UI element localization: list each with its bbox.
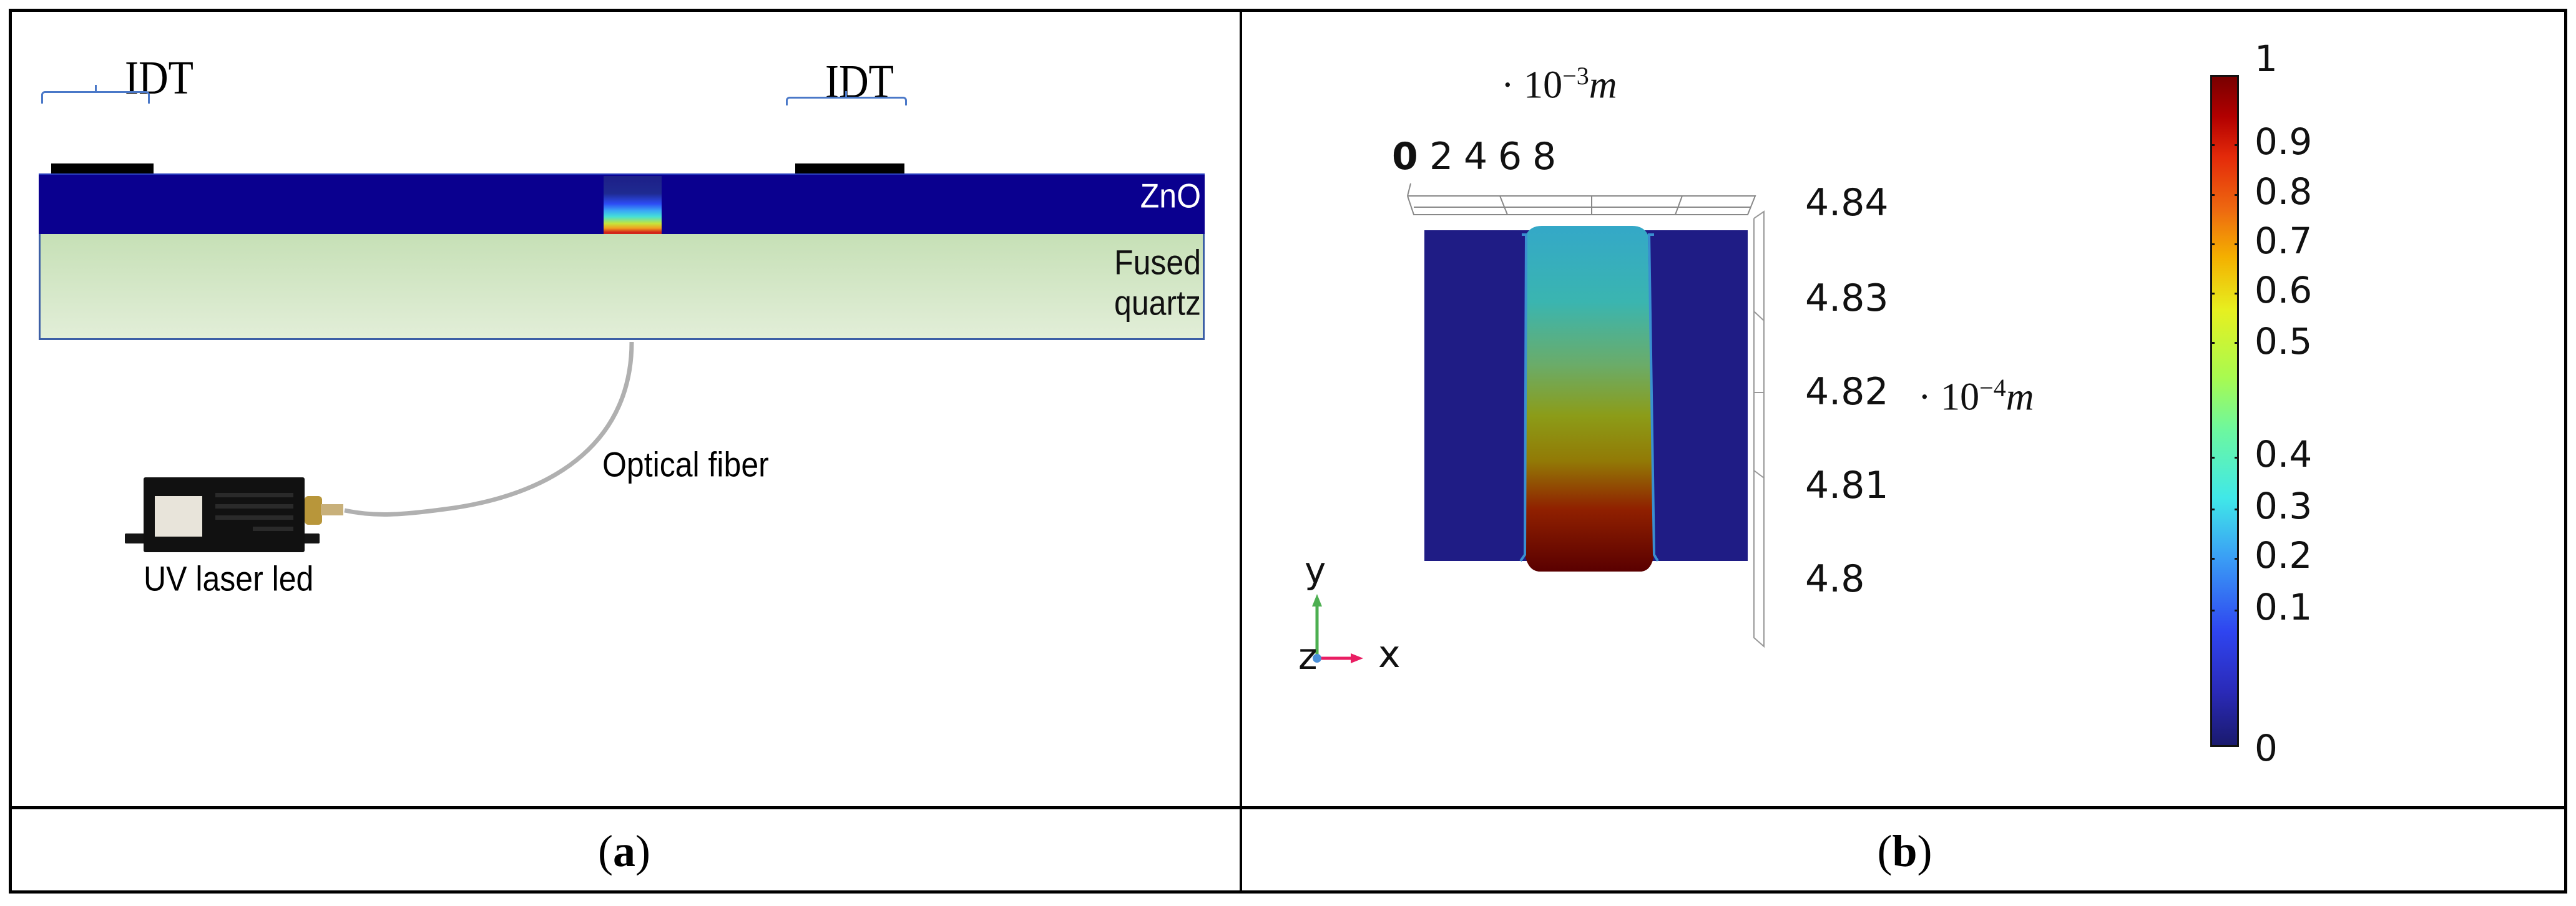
caption-a-letter: a [613, 826, 635, 876]
colorbar-label: 0.6 [2255, 269, 2313, 311]
colorbar-tick [2235, 509, 2239, 510]
idt-right-electrode-2 [821, 163, 850, 173]
colorbar-tick [2210, 293, 2215, 295]
y-tick: 4.83 [1805, 276, 1889, 320]
laser-fin [215, 504, 293, 509]
y-tick: 4.8 [1805, 557, 1865, 601]
idt-left-electrode-4 [125, 163, 154, 173]
idt-right-label: IDT [825, 56, 894, 109]
colorbar-tick [2235, 342, 2239, 344]
caption-b-open: ( [1877, 826, 1893, 876]
idt-right-electrode-1 [795, 163, 824, 173]
figure-frame [9, 9, 2567, 894]
caption-row-divider [9, 806, 2567, 809]
colorbar-tick [2210, 558, 2215, 560]
caption-b: (b) [1242, 811, 2567, 891]
y-scale-unit: m [2005, 376, 2034, 419]
caption-b-close: ) [1917, 826, 1932, 876]
simulation-plot [1407, 183, 1765, 648]
x-scale-exponent: −3 [1562, 62, 1589, 90]
zno-label: ZnO [1140, 177, 1201, 215]
laser-fin [253, 527, 293, 531]
colorbar-tick [2235, 144, 2239, 146]
fused-quartz-label-line1: Fused [1114, 243, 1201, 282]
colorbar [2210, 75, 2239, 747]
y-axis-grid [1753, 210, 1765, 648]
panel-divider [1240, 9, 1242, 894]
x-tick: 8 [1532, 135, 1557, 178]
y-scale-exponent: −4 [1979, 374, 2006, 402]
colorbar-label: 0.5 [2255, 320, 2313, 363]
triad-z-label: z [1298, 635, 1318, 678]
x-tick: 0 [1392, 135, 1418, 178]
colorbar-tick [2235, 558, 2239, 560]
colorbar-tick [2235, 610, 2239, 611]
colorbar-label: 0.9 [2255, 120, 2313, 163]
axis-triad-arrows-icon [1312, 594, 1363, 663]
colorbar-tick [2235, 457, 2239, 459]
colorbar-tick [2235, 293, 2239, 295]
caption-b-letter: b [1892, 826, 1917, 876]
idt-right-electrode-4 [876, 163, 904, 173]
laser-connector [305, 496, 322, 525]
laser-label-plate [155, 496, 202, 537]
idt-right-bracket-tick [845, 91, 847, 99]
triad-y-label: y [1305, 549, 1326, 592]
y-scale-text: · 10 [1918, 376, 1980, 419]
fused-quartz-label-line2: quartz [1114, 283, 1201, 323]
y-tick: 4.84 [1805, 181, 1889, 225]
y-axis-scale-label: · 10−4m [1918, 373, 2034, 420]
optical-fiber-label: Optical fiber [602, 445, 769, 484]
idt-left-bracket-tick [95, 85, 97, 92]
x-axis-grid [1407, 183, 1756, 215]
colorbar-tick [2210, 194, 2215, 196]
colorbar-label: 0.1 [2255, 586, 2313, 628]
colorbar-label: 1 [2255, 37, 2278, 80]
x-scale-text: · 10 [1501, 64, 1563, 107]
colorbar-tick [2235, 243, 2239, 245]
x-axis-scale-label: · 10−3m [1501, 61, 1617, 108]
fused-quartz-substrate [39, 234, 1205, 340]
colorbar-tick [2210, 243, 2215, 245]
caption-a-open: ( [598, 826, 613, 876]
caption-a-close: ) [635, 826, 650, 876]
colorbar-label: 0.7 [2255, 220, 2313, 262]
idt-left-label: IDT [125, 52, 193, 105]
optical-fiber [344, 341, 634, 517]
x-tick: 6 [1498, 135, 1522, 178]
caption-a: (a) [9, 811, 1240, 891]
y-tick: 4.81 [1805, 464, 1889, 507]
colorbar-tick [2210, 342, 2215, 344]
colorbar-tick [2210, 610, 2215, 611]
idt-left-electrode-3 [101, 163, 130, 173]
triad-x-label: x [1378, 633, 1401, 676]
y-tick: 4.82 [1805, 370, 1889, 414]
idt-right-electrode-3 [850, 163, 879, 173]
uv-illumination-hotspot [604, 176, 662, 234]
uv-laser-label: UV laser led [144, 559, 314, 598]
colorbar-tick [2235, 194, 2239, 196]
x-scale-unit: m [1589, 64, 1617, 107]
idt-left-electrode-2 [76, 163, 104, 173]
colorbar-tick [2210, 457, 2215, 459]
x-tick: 2 [1429, 135, 1454, 178]
colorbar-label: 0.8 [2255, 170, 2313, 213]
colorbar-label: 0.2 [2255, 534, 2313, 577]
x-tick: 4 [1464, 135, 1488, 178]
colorbar-label: 0 [2255, 727, 2278, 769]
idt-left-electrode-1 [51, 163, 80, 173]
colorbar-label: 0.4 [2255, 433, 2313, 475]
field-column [1525, 226, 1654, 572]
colorbar-tick [2210, 144, 2215, 146]
laser-ferrule [321, 504, 343, 515]
fused-quartz-label: Fused quartz [1114, 242, 1201, 323]
laser-fin [215, 493, 293, 497]
colorbar-tick [2210, 509, 2215, 510]
colorbar-label: 0.3 [2255, 485, 2313, 527]
laser-fin [215, 515, 293, 520]
